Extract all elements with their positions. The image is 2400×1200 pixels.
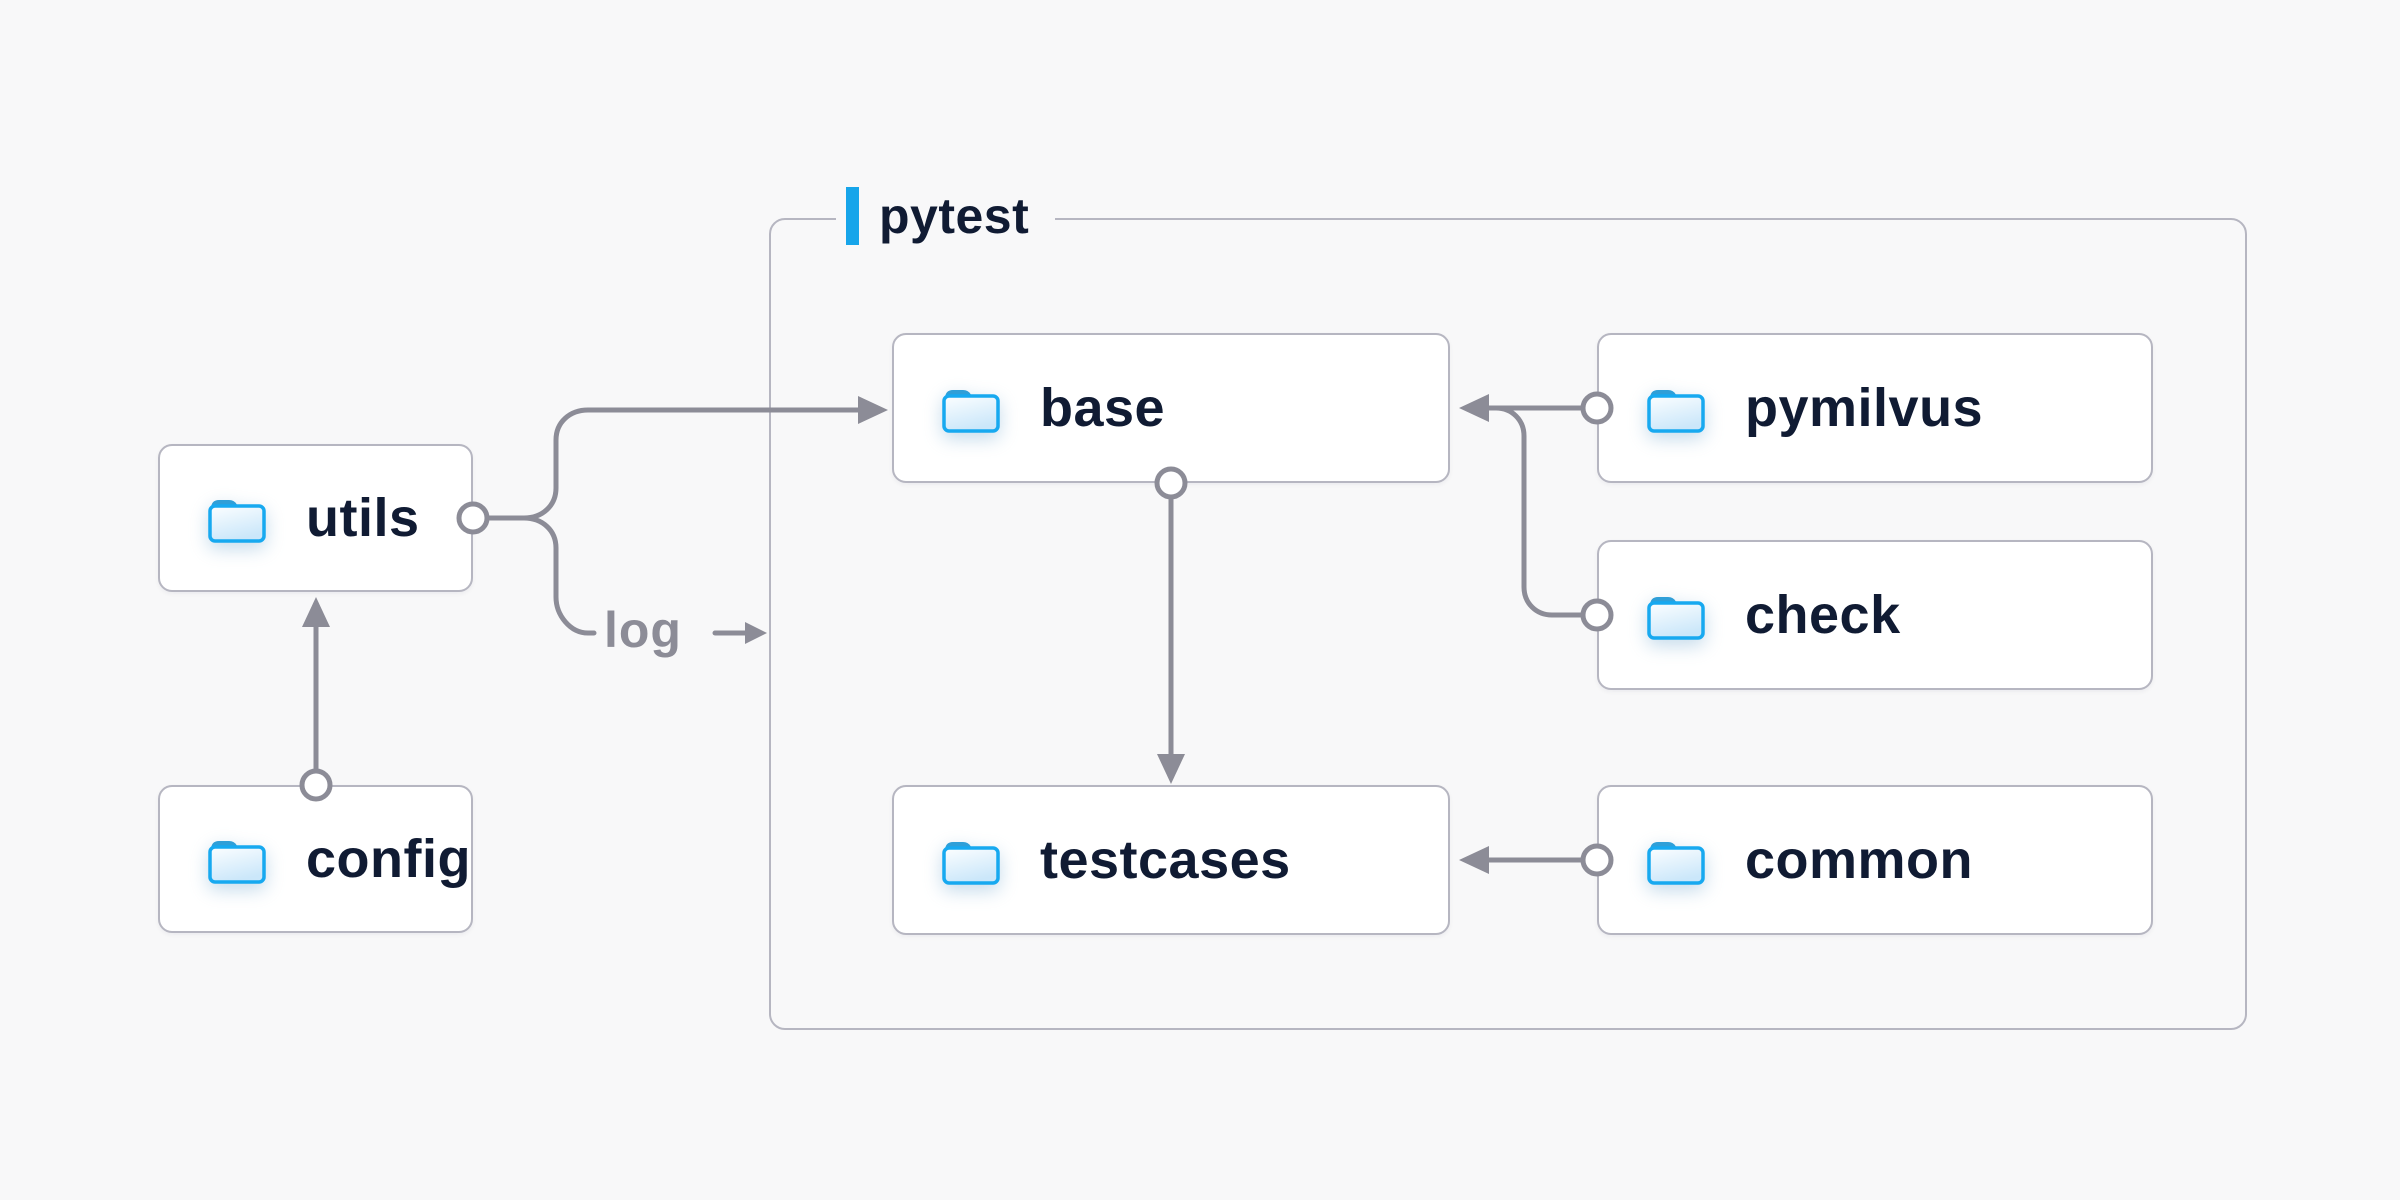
port-check-left [1580,598,1614,632]
arrowhead-log-into-group [745,622,767,644]
node-config: config [158,785,473,933]
port-config-top [299,768,333,802]
group-label-text: pytest [879,188,1030,244]
port-pymilvus-left [1580,391,1614,425]
node-utils-label: utils [306,488,420,548]
accent-bar-icon [846,187,859,245]
arrowhead-into-base-right [1459,394,1489,422]
node-testcases: testcases [892,785,1450,935]
port-utils-right [456,501,490,535]
connector-utils-base [484,407,863,521]
node-base-label: base [1040,378,1166,438]
node-base: base [892,333,1450,483]
connector-utils-log [521,515,597,636]
arrowhead-into-utils-bottom [302,597,330,627]
node-pymilvus: pymilvus [1597,333,2153,483]
node-common: common [1597,785,2153,935]
edge-label-log: log [604,602,682,658]
port-base-bottom [1154,466,1188,500]
port-common-left [1580,843,1614,877]
node-config-label: config [306,829,471,889]
node-pymilvus-label: pymilvus [1745,378,1984,438]
node-check: check [1597,540,2153,690]
pytest-group-box [769,218,2247,1030]
arrowhead-into-testcases-top [1157,754,1185,784]
connector-check-base [1485,405,1586,618]
node-check-label: check [1745,585,1901,645]
arrowhead-into-testcases-right [1459,846,1489,874]
node-testcases-label: testcases [1040,830,1291,890]
group-label-pytest: pytest [836,185,1056,247]
arrowhead-into-base-left [858,396,888,424]
node-common-label: common [1745,830,1974,890]
